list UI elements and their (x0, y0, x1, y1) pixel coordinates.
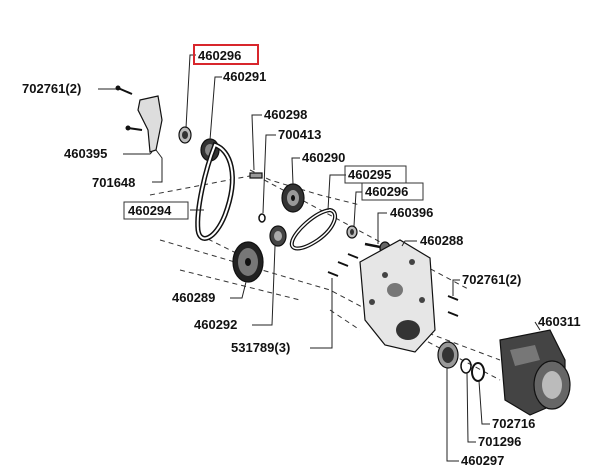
label-460290: 460290 (302, 150, 345, 165)
screw-702761-left (115, 85, 133, 95)
ring-701296 (460, 358, 472, 374)
bearing-460296-mid (346, 225, 358, 239)
bracket-460395 (125, 95, 163, 153)
highlight-box-460296 (193, 44, 259, 65)
label-460396: 460396 (390, 205, 433, 220)
ring-700413 (258, 213, 266, 223)
label-460292: 460292 (194, 317, 237, 332)
label-460296-top: 460296 (198, 48, 241, 63)
pulley-460292 (269, 225, 287, 247)
label-460395: 460395 (64, 146, 107, 161)
label-460291: 460291 (223, 69, 266, 84)
label-box-460296-mid (361, 182, 424, 201)
label-460297: 460297 (461, 453, 504, 468)
label-702761-left: 702761(2) (22, 81, 81, 96)
pin-460298 (249, 172, 263, 179)
label-460288: 460288 (420, 233, 463, 248)
bearing-460296-top (178, 126, 192, 144)
label-531789: 531789(3) (231, 340, 290, 355)
housing-460288 (359, 239, 436, 353)
label-460295: 460295 (348, 167, 391, 182)
belt-460294 (195, 141, 235, 241)
label-460296-mid: 460296 (365, 184, 408, 199)
label-701296: 701296 (478, 434, 521, 449)
leader-lines (98, 54, 541, 462)
label-460311: 460311 (538, 314, 581, 329)
label-702716: 702716 (492, 416, 535, 431)
label-box-460294 (123, 201, 189, 220)
label-460294: 460294 (128, 203, 172, 218)
label-701648: 701648 (92, 175, 135, 190)
belt-460295 (289, 207, 338, 251)
screws-531789 (327, 253, 359, 277)
gear-460290 (281, 183, 305, 213)
label-460298: 460298 (264, 107, 307, 122)
pulley-460289 (232, 241, 264, 283)
label-700413: 700413 (278, 127, 321, 142)
screws-702761-right (447, 295, 459, 317)
bearing-460297 (437, 341, 459, 369)
circlip-702716 (471, 362, 485, 382)
label-702761-right: 702761(2) (462, 272, 521, 287)
motor-460311 (499, 329, 571, 416)
label-460289: 460289 (172, 290, 215, 305)
